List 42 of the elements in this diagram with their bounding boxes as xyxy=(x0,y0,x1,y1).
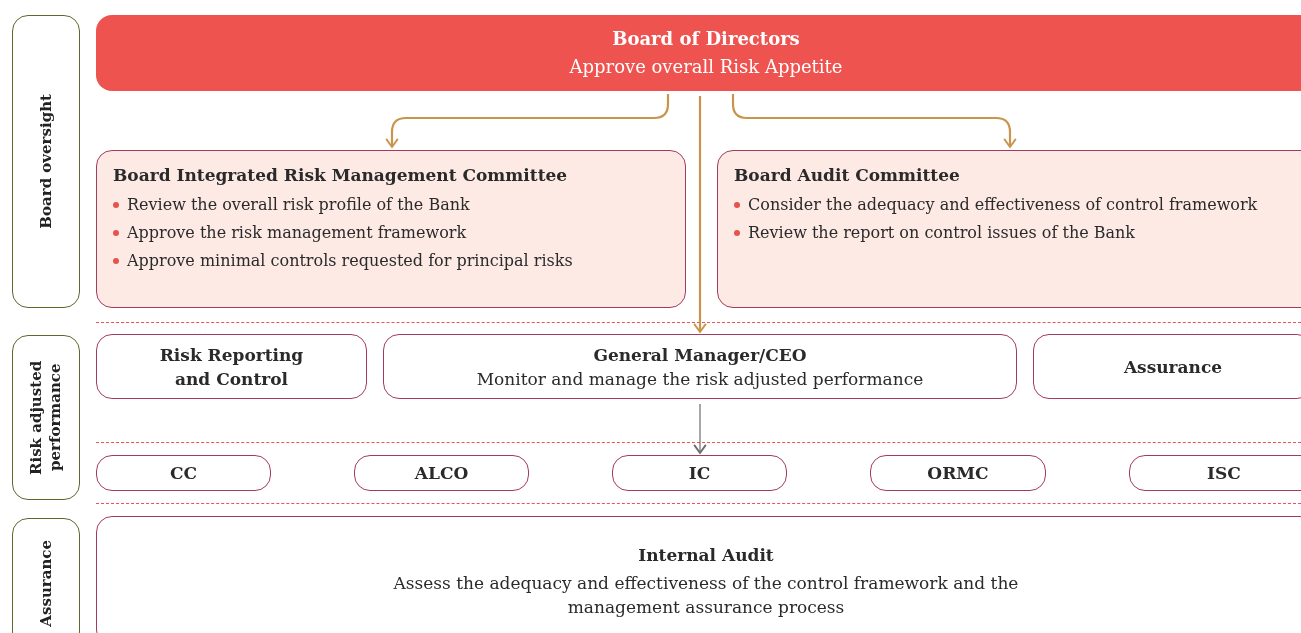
box-title: Assurance xyxy=(1123,355,1223,379)
box-description: Monitor and manage the risk adjusted performance xyxy=(476,367,924,391)
box-description: Approve overall Risk Appetite xyxy=(569,55,843,79)
committee-pill xyxy=(612,455,787,491)
box-title: Board Integrated Risk Management Committee xyxy=(113,164,569,187)
bullet-text: Approve minimal controls requested for principal risks xyxy=(127,249,573,272)
section-label: Board oversight xyxy=(36,94,56,229)
box-title: General Manager/CEO xyxy=(593,343,807,367)
role-box xyxy=(383,334,1017,399)
committee-pill xyxy=(354,455,529,491)
box-title: IC xyxy=(688,462,711,485)
box-title: ORMC xyxy=(927,462,989,485)
bullet-text: Review the overall risk profile of the Bank xyxy=(127,193,470,216)
arrow xyxy=(385,94,670,148)
box-title: Risk Reporting and Control xyxy=(158,343,305,391)
section-label: Risk adjusted performance xyxy=(27,359,65,477)
role-box xyxy=(96,516,1301,633)
box-title: Internal Audit xyxy=(638,544,774,567)
box-title: CC xyxy=(169,462,198,485)
section-band xyxy=(12,15,80,308)
arrow xyxy=(693,403,707,454)
committee-box xyxy=(717,150,1301,308)
role-box xyxy=(96,334,367,399)
section-band xyxy=(12,518,80,633)
committee-pill xyxy=(96,455,271,491)
arrow xyxy=(693,96,707,333)
bullet-text: Consider the adequacy and effectiveness of control framework xyxy=(748,193,1258,216)
section-band xyxy=(12,335,80,500)
section-label: Assurance xyxy=(36,539,56,627)
committee-pill xyxy=(1129,455,1301,491)
arrow xyxy=(731,94,1017,148)
box-title: Board of Directors xyxy=(612,27,800,51)
committee-pill xyxy=(870,455,1046,491)
box-title: ALCO xyxy=(414,462,469,485)
committee-box xyxy=(96,150,686,308)
box-description: Assess the adequacy and effectiveness of the control framework and the management assurance process xyxy=(392,572,1020,619)
box-title: Board Audit Committee xyxy=(734,164,961,187)
role-box xyxy=(1033,334,1301,399)
bullet-text: Review the report on control issues of the Bank xyxy=(748,221,1136,244)
box-title: ISC xyxy=(1207,462,1241,485)
bullet-text: Approve the risk management framework xyxy=(127,221,467,244)
board-box xyxy=(96,15,1301,91)
